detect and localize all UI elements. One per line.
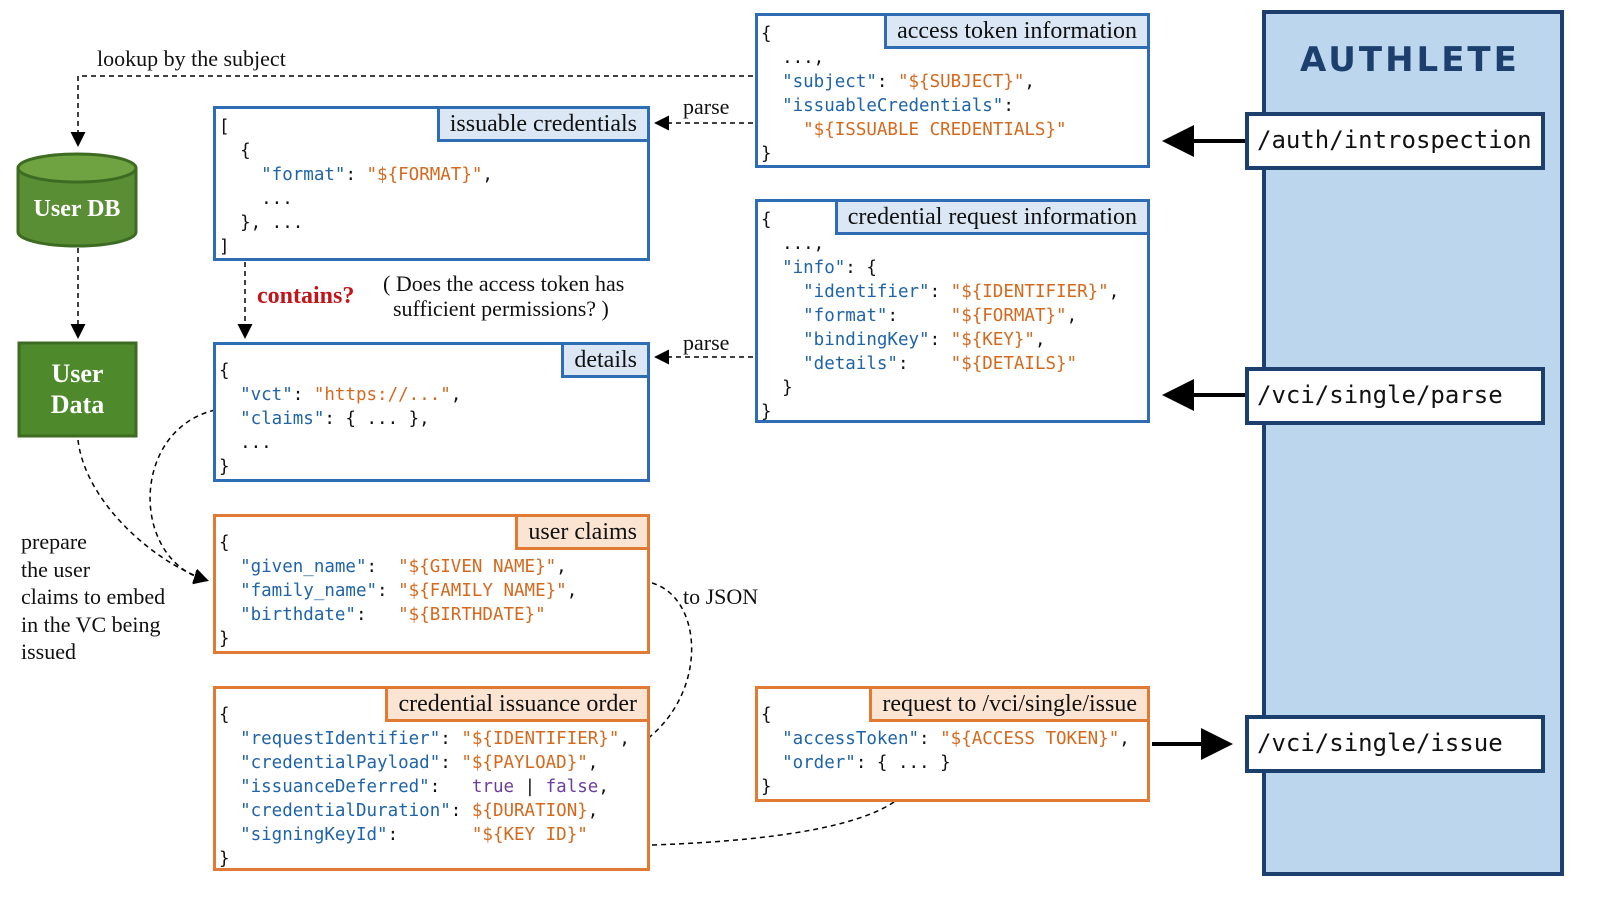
box-title: credential request information — [834, 199, 1150, 235]
prepare-line: prepare — [21, 529, 87, 554]
user-data-line2: Data — [50, 390, 105, 419]
endpoint-issue[interactable]: /vci/single/issue — [1245, 715, 1545, 773]
box-title: access token information — [884, 13, 1150, 49]
box-title: credential issuance order — [385, 686, 650, 722]
prepare-label: prepare the user claims to embed in the … — [21, 528, 165, 666]
prepare-line: the user — [21, 556, 91, 582]
question-line2: sufficient permissions? ) — [393, 296, 609, 321]
parse-label-2: parse — [683, 330, 730, 355]
parse-label-1: parse — [683, 94, 730, 119]
authlete-logo: AUTHLETE — [1300, 40, 1520, 80]
box-title: details — [561, 342, 650, 378]
code-block: { "requestIdentifier": "${IDENTIFIER}", … — [219, 705, 630, 869]
user-data-label: User Data — [19, 358, 136, 420]
code-block: { "vct": "https://...", "claims": { ... … — [219, 361, 462, 477]
to-json-label: to JSON — [683, 584, 759, 609]
code-block: [ { "format": "${FORMAT}", ... }, ... ] — [219, 117, 493, 257]
contains-label: contains? — [257, 283, 355, 309]
endpoint-parse[interactable]: /vci/single/parse — [1245, 367, 1545, 425]
access-token-box: access token information { ..., "subject… — [755, 13, 1150, 168]
prepare-line: issued — [21, 639, 76, 664]
user-data-line1: User — [51, 359, 104, 388]
details-box: details { "vct": "https://...", "claims"… — [213, 342, 650, 482]
issue-request-box: request to /vci/single/issue { "accessTo… — [755, 686, 1150, 802]
user-data-box — [17, 341, 138, 438]
code-block: { "given_name": "${GIVEN NAME}", "family… — [219, 533, 578, 649]
code-block: { ..., "info": { "identifier": "${IDENTI… — [761, 210, 1120, 422]
prepare-line: in the VC being — [21, 611, 161, 637]
issuable-credentials-box: issuable credentials [ { "format": "${FO… — [213, 106, 650, 261]
box-title: issuable credentials — [436, 106, 650, 142]
lookup-label: lookup by the subject — [97, 46, 286, 71]
box-title: request to /vci/single/issue — [869, 686, 1150, 722]
database-icon — [16, 152, 138, 248]
prepare-line: claims to embed — [21, 584, 166, 609]
issuance-order-box: credential issuance order { "requestIden… — [213, 686, 650, 871]
user-db-label: User DB — [33, 196, 121, 222]
box-title: user claims — [515, 514, 650, 550]
endpoint-introspection[interactable]: /auth/introspection — [1245, 112, 1545, 170]
credential-request-box: credential request information { ..., "i… — [755, 199, 1150, 423]
code-block: { ..., "subject": "${SUBJECT}", "issuabl… — [761, 24, 1067, 164]
question-line1: ( Does the access token has — [383, 271, 625, 296]
code-block: { "accessToken": "${ACCESS TOKEN}", "ord… — [761, 705, 1130, 797]
user-claims-box: user claims { "given_name": "${GIVEN NAM… — [213, 514, 650, 654]
